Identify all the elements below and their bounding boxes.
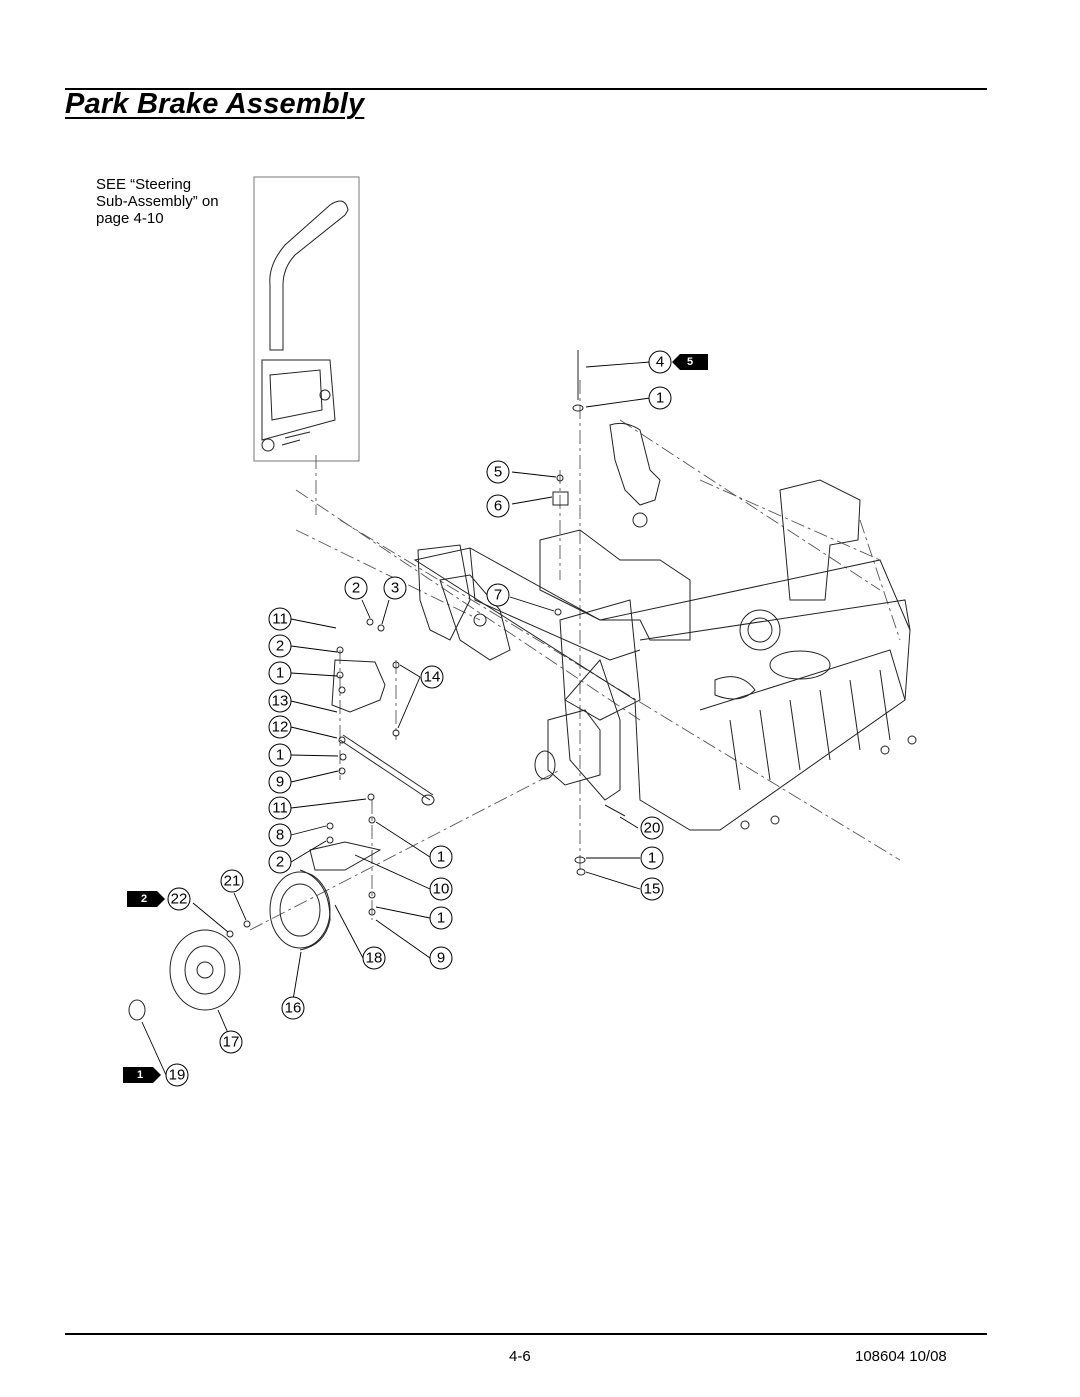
svg-text:4: 4 xyxy=(656,354,664,371)
callout: 15 xyxy=(640,877,664,901)
svg-text:8: 8 xyxy=(276,827,284,844)
svg-text:5: 5 xyxy=(687,356,693,368)
callout: 3 xyxy=(383,576,407,600)
callout: 2 xyxy=(268,850,292,874)
callout: 16 xyxy=(281,996,305,1020)
callout: 11 xyxy=(268,796,292,820)
brake-parts xyxy=(128,350,626,1021)
callout: 17 xyxy=(219,1030,243,1054)
svg-text:1: 1 xyxy=(437,849,445,866)
callout: 6 xyxy=(486,494,510,518)
callout: 10 xyxy=(429,877,453,901)
centerlines xyxy=(249,380,901,931)
callout: 11 xyxy=(268,607,292,631)
footer-document-ref: 108604 10/08 xyxy=(855,1348,947,1365)
callout: 1 xyxy=(429,845,453,869)
svg-text:11: 11 xyxy=(272,611,288,628)
svg-text:19: 19 xyxy=(169,1067,186,1084)
svg-text:11: 11 xyxy=(272,800,288,817)
svg-text:20: 20 xyxy=(644,820,661,837)
svg-text:13: 13 xyxy=(272,693,289,710)
svg-text:9: 9 xyxy=(276,774,284,791)
callout: 9 xyxy=(429,946,453,970)
svg-text:3: 3 xyxy=(391,580,399,597)
svg-text:15: 15 xyxy=(644,881,661,898)
svg-text:1: 1 xyxy=(276,665,284,682)
callout: 2 xyxy=(344,576,368,600)
svg-text:1: 1 xyxy=(276,747,284,764)
see-note-line: Sub-Assembly” on xyxy=(96,193,219,210)
see-note-line: page 4-10 xyxy=(96,210,164,227)
callout: 13 xyxy=(268,689,292,713)
svg-text:22: 22 xyxy=(171,891,188,908)
note-badge: 1 xyxy=(123,1067,161,1083)
svg-text:1: 1 xyxy=(648,850,656,867)
svg-text:1: 1 xyxy=(137,1069,143,1081)
note-badge: 5 xyxy=(672,354,708,370)
page-title: Park Brake Assembly xyxy=(65,88,365,120)
svg-text:1: 1 xyxy=(437,910,445,927)
leader-lines xyxy=(141,361,651,1076)
mower-frame xyxy=(413,422,917,831)
svg-text:2: 2 xyxy=(276,638,284,655)
callout: 4 xyxy=(648,350,672,374)
callout: 19 xyxy=(165,1063,189,1087)
svg-text:7: 7 xyxy=(494,587,502,604)
svg-text:9: 9 xyxy=(437,950,445,967)
callout: 12 xyxy=(268,715,292,739)
svg-text:12: 12 xyxy=(272,719,289,736)
svg-text:1: 1 xyxy=(656,390,664,407)
callout: 8 xyxy=(268,823,292,847)
svg-text:2: 2 xyxy=(352,580,360,597)
svg-text:16: 16 xyxy=(285,1000,302,1017)
callout: 7 xyxy=(486,583,510,607)
callout: 20 xyxy=(640,816,664,840)
callout: 1 xyxy=(268,743,292,767)
callout: 1 xyxy=(640,846,664,870)
callout: 5 xyxy=(486,460,510,484)
callout: 1 xyxy=(648,386,672,410)
svg-text:14: 14 xyxy=(424,669,441,686)
see-note-line: SEE “Steering xyxy=(96,176,192,193)
svg-text:17: 17 xyxy=(223,1034,240,1051)
footer-page-number: 4-6 xyxy=(509,1348,531,1365)
steering-inset xyxy=(253,176,360,462)
callout: 1 xyxy=(268,661,292,685)
callout: 2 xyxy=(268,634,292,658)
svg-text:2: 2 xyxy=(276,854,284,871)
callout: 9 xyxy=(268,770,292,794)
callout: 14 xyxy=(420,665,444,689)
callout: 22 xyxy=(167,887,191,911)
svg-text:18: 18 xyxy=(366,950,383,967)
note-badges: 5 2 1 xyxy=(123,354,708,1083)
svg-text:6: 6 xyxy=(494,498,502,515)
svg-text:5: 5 xyxy=(494,464,502,481)
top-rule xyxy=(65,88,987,90)
callout: 18 xyxy=(362,946,386,970)
callouts: 4 1 5 6 2 3 7 11 2 1 14 13 12 1 9 11 8 2… xyxy=(165,350,672,1087)
bottom-rule xyxy=(65,1333,987,1335)
callout: 21 xyxy=(220,869,244,893)
callout: 1 xyxy=(429,906,453,930)
svg-text:21: 21 xyxy=(224,873,241,890)
see-reference-note: SEE “Steering Sub-Assembly” on page 4-10 xyxy=(96,176,256,227)
svg-text:2: 2 xyxy=(141,893,147,905)
svg-text:10: 10 xyxy=(433,881,450,898)
note-badge: 2 xyxy=(127,891,165,907)
